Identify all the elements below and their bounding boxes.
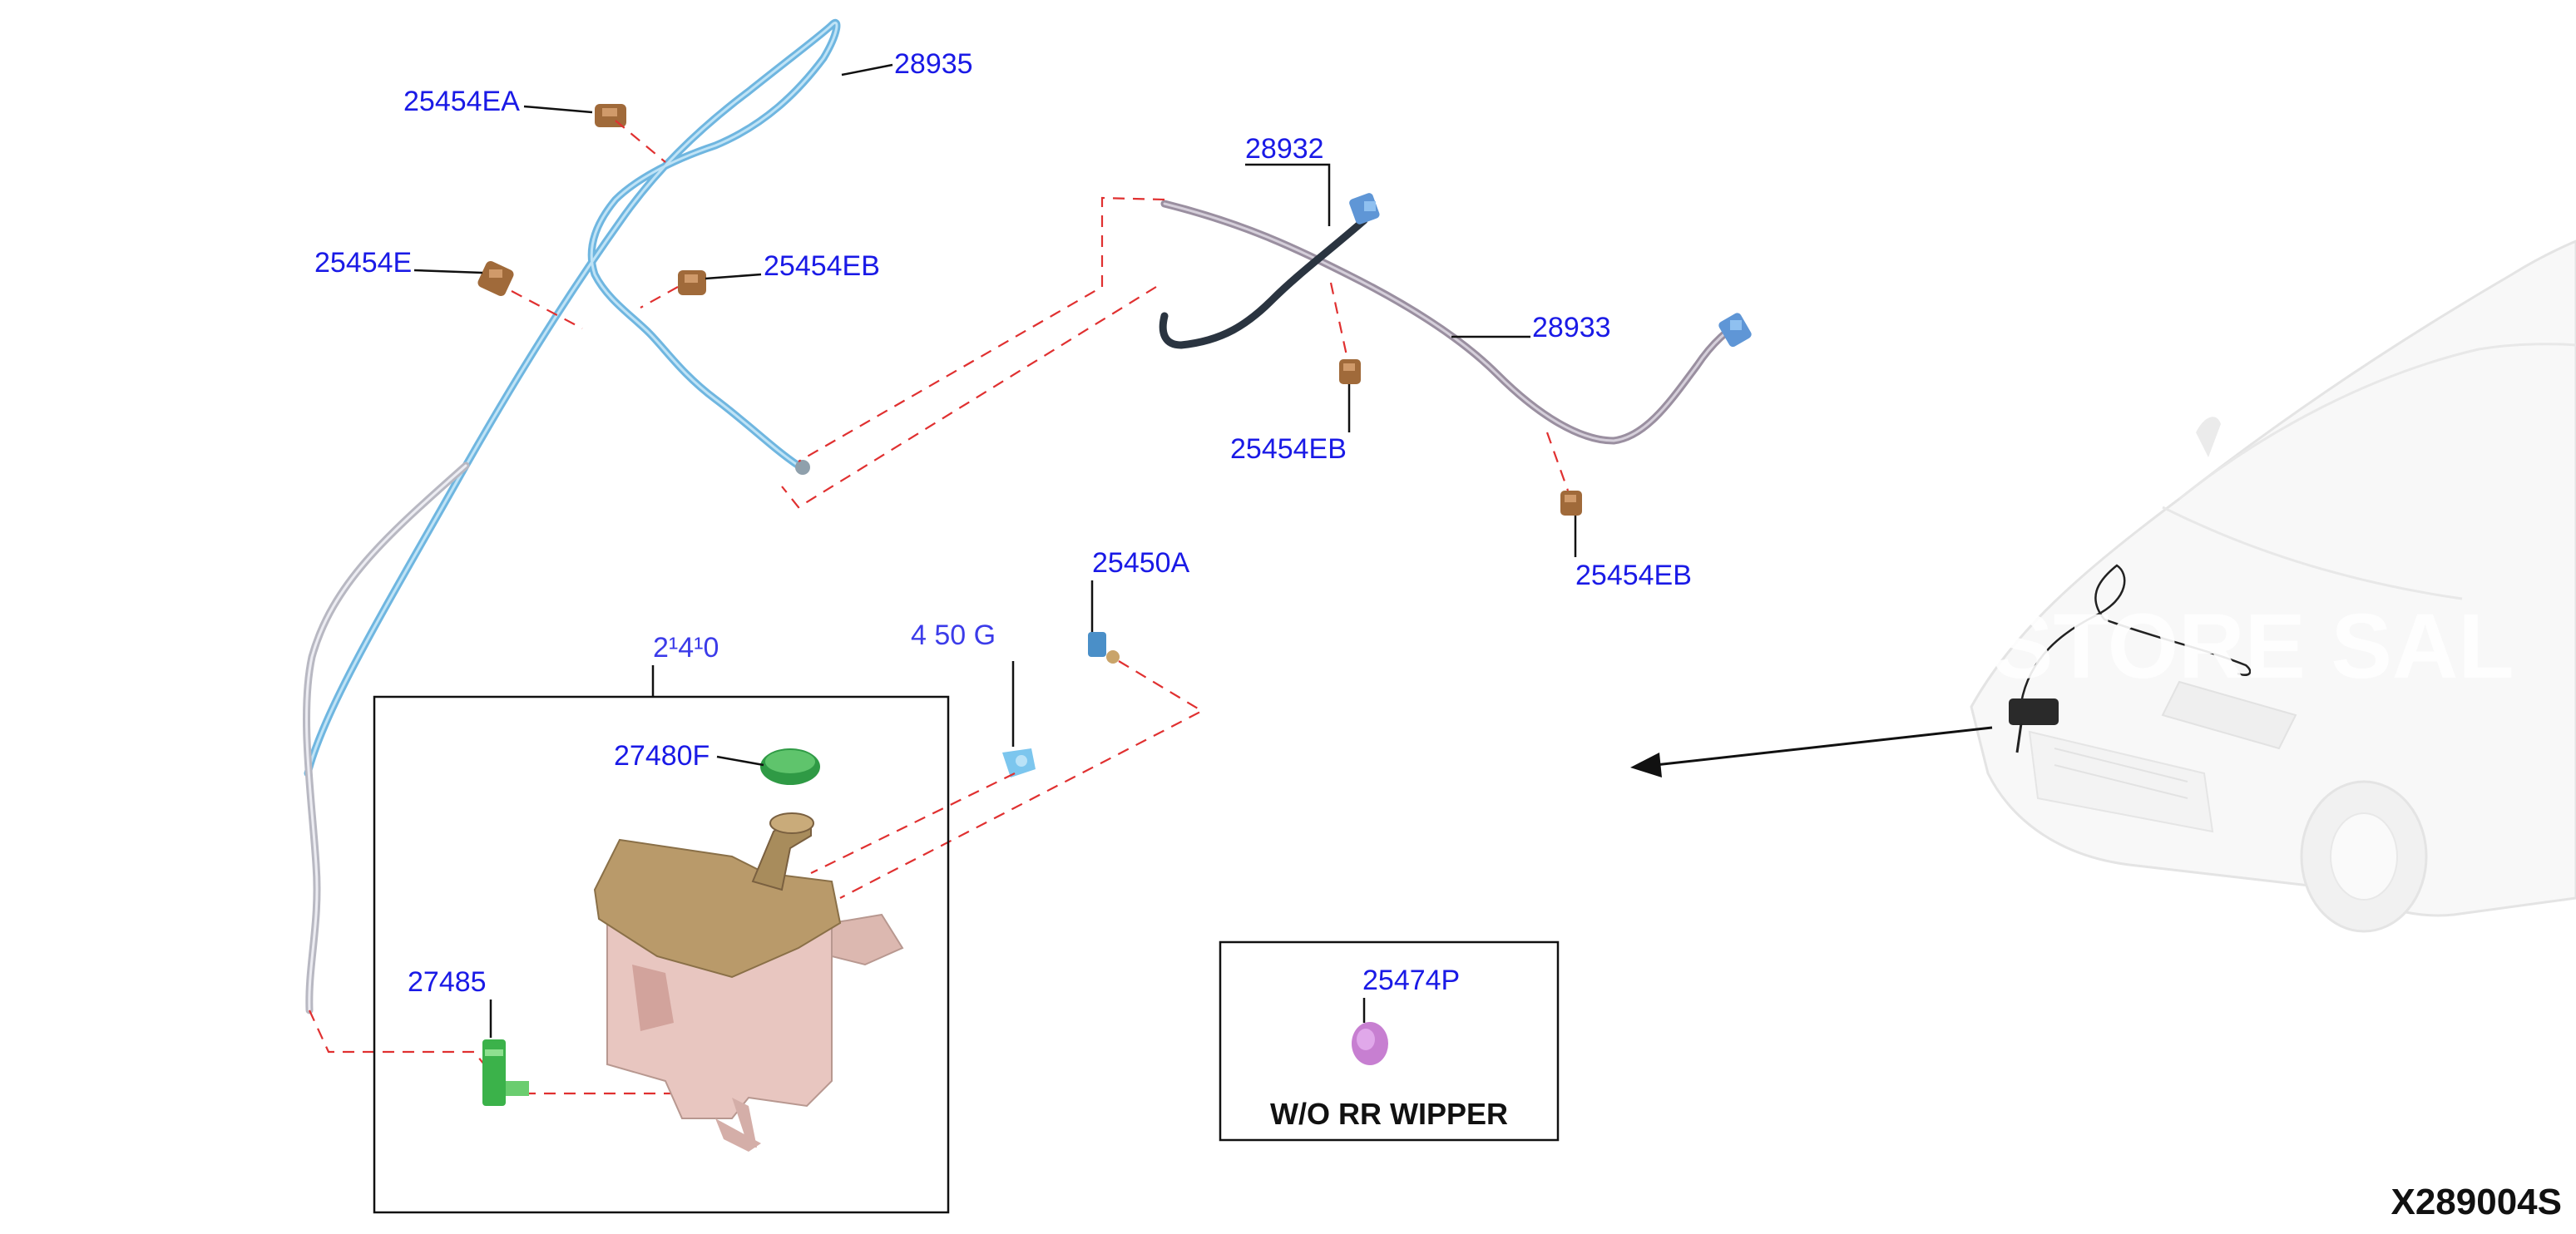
- clip-25454EB-mid: [1339, 359, 1361, 384]
- label-25474P: 25474P: [1362, 965, 1460, 996]
- connector-28933-end: [1718, 313, 1752, 348]
- label-25454EA: 25454EA: [403, 86, 520, 117]
- clip-25454E: [477, 260, 514, 297]
- clip-25454EA: [595, 104, 626, 127]
- hose-end-fitting: [795, 460, 810, 475]
- label-28933: 28933: [1532, 312, 1611, 343]
- clip-25454EB-top: [678, 270, 706, 295]
- connector-28932-end: [1349, 193, 1380, 225]
- label-28935: 28935: [894, 48, 973, 80]
- hose-28932: [1159, 216, 1368, 349]
- cap-25474P: [1352, 1022, 1388, 1065]
- nozzle-25450G: [1002, 748, 1036, 777]
- nozzle-25450A: [1088, 632, 1120, 664]
- wo-rr-wipper-box: [1219, 940, 1560, 1142]
- label-25454EB-top: 25454EB: [764, 250, 880, 282]
- car-illustration: [1970, 239, 2576, 933]
- wo-rr-wipper-note: W/O RR WIPPER: [1270, 1097, 1508, 1131]
- label-25450G-partial: 4 50 G: [911, 619, 996, 651]
- diagram-code: X289004S: [2391, 1182, 2562, 1222]
- clip-25454EB-right: [1560, 491, 1582, 516]
- pump-27485: [482, 1039, 529, 1106]
- cap-27480F: [760, 748, 820, 785]
- label-25454E: 25454E: [314, 247, 412, 279]
- label-28932: 28932: [1245, 133, 1324, 165]
- label-25454EB-mid: 25454EB: [1230, 433, 1347, 465]
- label-27485: 27485: [408, 966, 487, 998]
- pointer-arrow: [1630, 726, 1993, 777]
- assembly-lines: [309, 120, 1570, 1095]
- label-21450-partial: 2¹4¹0: [653, 632, 719, 664]
- label-27480F: 27480F: [614, 740, 710, 772]
- hose-28933: [1160, 200, 1743, 445]
- tank-assembly-box: [373, 695, 950, 1214]
- washer-reservoir-tank: [593, 812, 904, 1152]
- label-25450A: 25450A: [1092, 547, 1190, 579]
- car-hose-routing: [2009, 564, 2252, 753]
- label-25454EB-right: 25454EB: [1575, 560, 1692, 591]
- hose-gray-lower: [303, 462, 470, 1014]
- hose-28935: [304, 19, 841, 777]
- watermark: STORE SAL: [1992, 595, 2514, 698]
